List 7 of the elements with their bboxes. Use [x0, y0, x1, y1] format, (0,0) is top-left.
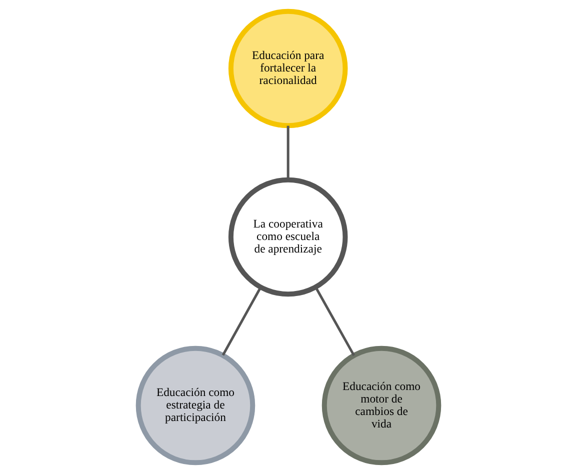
- node-circle: Educación como motor de cambios de vida: [322, 346, 442, 466]
- node-circle: Educación para fortalecer la racionalidad: [228, 8, 348, 128]
- node-circle: Educación como estrategia de participación: [136, 346, 256, 466]
- connector: [314, 286, 356, 356]
- node-circle: La cooperativa como escuela de aprendizaje: [228, 177, 348, 297]
- connector: [222, 286, 262, 356]
- connector: [286, 126, 290, 180]
